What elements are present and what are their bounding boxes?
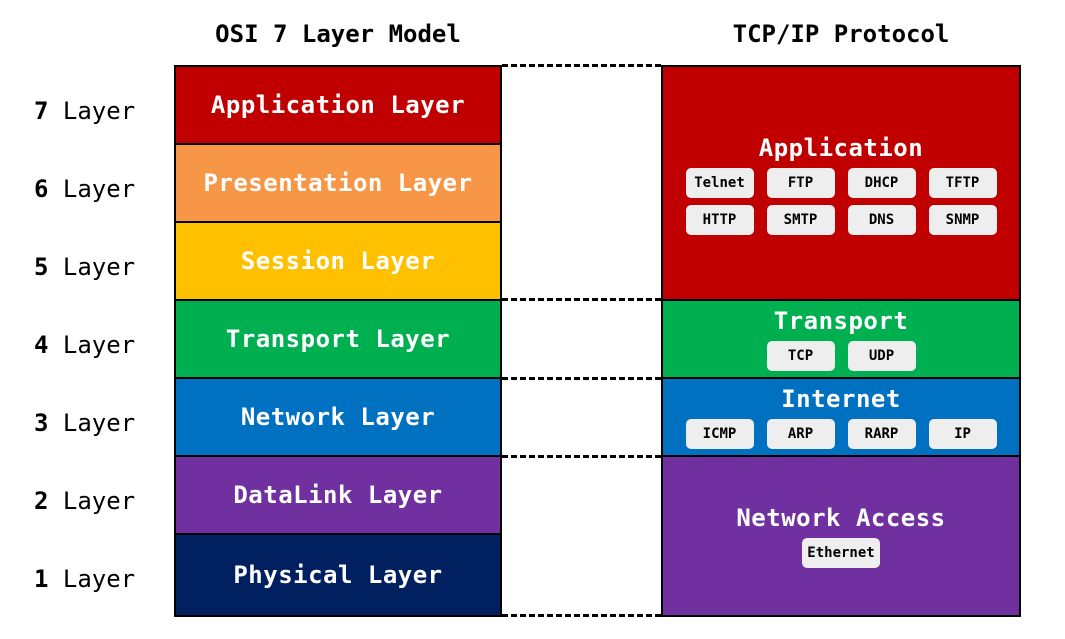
layer-number-label-3: 3 Layer bbox=[34, 409, 136, 437]
osi-session-layer: Session Layer bbox=[174, 221, 502, 301]
protocol-chip: UDP bbox=[847, 341, 916, 371]
osi-network-layer: Network Layer bbox=[174, 377, 502, 457]
dashed-connector bbox=[502, 64, 661, 67]
protocol-chip: HTTP bbox=[685, 204, 754, 235]
tcp-internet-title: Internet bbox=[781, 385, 901, 413]
dashed-connector bbox=[502, 298, 661, 301]
protocol-chip: ICMP bbox=[685, 419, 754, 449]
tcp-application-layer: Application Telnet FTP DHCP TFTP HTTP SM… bbox=[661, 65, 1021, 301]
osi-physical-layer: Physical Layer bbox=[174, 533, 502, 617]
layer-number-label-4: 4 Layer bbox=[34, 331, 136, 359]
protocol-chip: DNS bbox=[847, 204, 916, 235]
dashed-connector bbox=[502, 614, 661, 617]
protocol-chip: Telnet bbox=[685, 167, 754, 198]
protocol-chip: FTP bbox=[766, 167, 835, 198]
dashed-connector bbox=[502, 455, 661, 458]
protocol-chip: RARP bbox=[847, 419, 916, 449]
protocol-chip: TCP bbox=[766, 341, 835, 371]
tcp-internet-layer: Internet ICMP ARP RARP IP bbox=[661, 377, 1021, 457]
layer-number-label-7: 7 Layer bbox=[34, 97, 136, 125]
transport-protocol-list: TCP UDP bbox=[766, 341, 916, 371]
osi-datalink-layer: DataLink Layer bbox=[174, 455, 502, 535]
osi-application-layer: Application Layer bbox=[174, 65, 502, 145]
layer-number-label-2: 2 Layer bbox=[34, 487, 136, 515]
layer-number-label-1: 1 Layer bbox=[34, 565, 136, 593]
tcp-network-access-layer: Network Access Ethernet bbox=[661, 455, 1021, 617]
internet-protocol-list: ICMP ARP RARP IP bbox=[685, 419, 997, 449]
tcp-transport-layer: Transport TCP UDP bbox=[661, 299, 1021, 379]
protocol-chip: Ethernet bbox=[802, 538, 880, 568]
protocol-chip: DHCP bbox=[847, 167, 916, 198]
protocol-chip: TFTP bbox=[928, 167, 997, 198]
protocol-chip: IP bbox=[928, 419, 997, 449]
osi-transport-layer: Transport Layer bbox=[174, 299, 502, 379]
tcpip-protocol-heading: TCP/IP Protocol bbox=[732, 20, 950, 48]
osi-model-heading: OSI 7 Layer Model bbox=[215, 20, 461, 48]
tcp-transport-title: Transport bbox=[773, 307, 909, 335]
osi-presentation-layer: Presentation Layer bbox=[174, 143, 502, 223]
protocol-chip: SMTP bbox=[766, 204, 835, 235]
layer-number-label-5: 5 Layer bbox=[34, 253, 136, 281]
protocol-chip: SNMP bbox=[928, 204, 997, 235]
layer-number-label-6: 6 Layer bbox=[34, 175, 136, 203]
protocol-chip: ARP bbox=[766, 419, 835, 449]
tcp-application-title: Application bbox=[758, 133, 924, 162]
dashed-connector bbox=[502, 377, 661, 380]
network-access-protocol-list: Ethernet bbox=[802, 538, 880, 568]
tcp-network-access-title: Network Access bbox=[736, 504, 946, 532]
application-protocol-list: Telnet FTP DHCP TFTP HTTP SMTP DNS SNMP bbox=[685, 167, 997, 235]
